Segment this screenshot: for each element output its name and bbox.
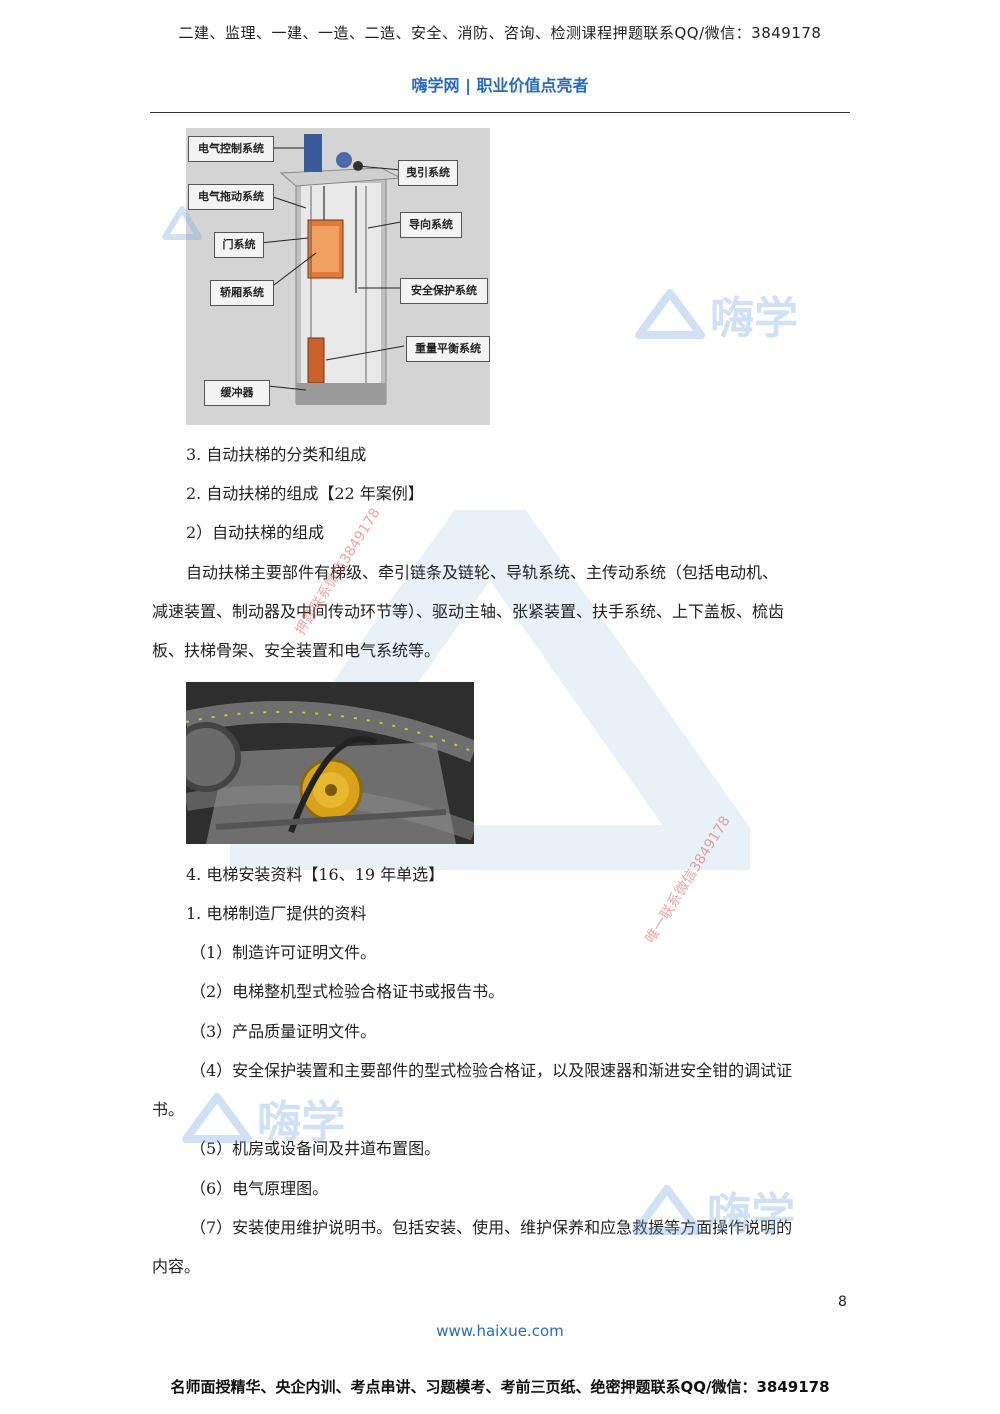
bottom-banner: 名师面授精华、央企内训、考点串讲、习题模考、考前三页纸、绝密押题联系QQ/微信：… — [170, 1378, 830, 1396]
list-item-2: （2）电梯整机型式检验合格证书或报告书。 — [190, 982, 505, 1001]
label-car-system: 轿厢系统 — [210, 280, 274, 306]
label-electric-control-system: 电气控制系统 — [188, 136, 274, 162]
watermark-logo-text: 嗨学 — [707, 1189, 796, 1240]
triangle-watermark-left — [162, 206, 202, 244]
subheading-escalator-composition: 2）自动扶梯的组成 — [186, 523, 325, 542]
list-item-4-line1: （4）安全保护装置和主要部件的型式检验合格证，以及限速器和渐进安全钳的调试证 — [190, 1061, 793, 1080]
list-item-6: （6）电气原理图。 — [190, 1179, 329, 1198]
paragraph-escalator-parts-line1: 自动扶梯主要部件有梯级、牵引链条及链轮、导轨系统、主传动系统（包括电动机、 — [186, 563, 779, 582]
haixue-watermark-logo: 嗨学 — [182, 1086, 345, 1150]
watermark-logo-text: 嗨学 — [710, 293, 799, 344]
list-item-7-line2: 内容。 — [152, 1257, 201, 1276]
list-item-5: （5）机房或设备间及井道布置图。 — [190, 1139, 441, 1158]
label-traction-system: 曳引系统 — [398, 160, 458, 186]
heading-elevator-installation-docs: 4. 电梯安装资料【16、19 年单选】 — [186, 865, 445, 884]
list-item-4-line2: 书。 — [152, 1100, 185, 1119]
elevator-system-figure: 电气控制系统 曳引系统 电气拖动系统 导向系统 门系统 安全保护系统 轿厢系统 … — [186, 128, 490, 425]
escalator-mechanism-figure — [186, 682, 474, 844]
watermark-logo-text: 嗨学 — [257, 1097, 346, 1148]
label-door-system: 门系统 — [214, 232, 264, 258]
elevator-shaft-illustration — [259, 134, 405, 405]
triangle-logo-icon — [162, 206, 202, 240]
label-electric-drive-system: 电气拖动系统 — [188, 184, 274, 210]
subheading-manufacturer-docs: 1. 电梯制造厂提供的资料 — [186, 904, 367, 923]
paragraph-escalator-parts-line3: 板、扶梯骨架、安全装置和电气系统等。 — [152, 641, 441, 660]
top-banner: 二建、监理、一建、一造、二造、安全、消防、咨询、检测课程押题联系QQ/微信：38… — [178, 24, 822, 42]
list-item-1: （1）制造许可证明文件。 — [190, 943, 377, 962]
paragraph-escalator-parts-line2: 减速装置、制动器及中间传动环节等）、驱动主轴、张紧装置、扶手系统、上下盖板、梳齿 — [152, 602, 785, 621]
brand-line: 嗨学网 | 职业价值点亮者 — [411, 76, 589, 95]
header-divider — [150, 112, 850, 113]
triangle-logo-icon — [632, 1185, 702, 1235]
heading-escalator-classification: 3. 自动扶梯的分类和组成 — [186, 445, 367, 464]
list-item-3: （3）产品质量证明文件。 — [190, 1022, 377, 1041]
list-item-7-line1: （7）安装使用维护说明书。包括安装、使用、维护保养和应急救援等方面操作说明的 — [190, 1218, 793, 1237]
label-buffer: 缓冲器 — [204, 380, 270, 406]
triangle-logo-icon — [635, 289, 705, 339]
heading-escalator-composition: 2. 自动扶梯的组成【22 年案例】 — [186, 484, 424, 503]
site-url-link[interactable]: www.haixue.com — [436, 1322, 564, 1340]
label-safety-protection-system: 安全保护系统 — [400, 278, 488, 304]
escalator-chain-illustration — [186, 682, 474, 844]
label-weight-balance-system: 重量平衡系统 — [406, 336, 490, 362]
haixue-watermark-logo: 嗨学 — [635, 282, 798, 346]
label-guide-system: 导向系统 — [400, 212, 462, 238]
triangle-logo-icon — [182, 1093, 252, 1143]
page-number: 8 — [838, 1294, 847, 1310]
haixue-watermark-logo: 嗨学 — [632, 1178, 795, 1242]
